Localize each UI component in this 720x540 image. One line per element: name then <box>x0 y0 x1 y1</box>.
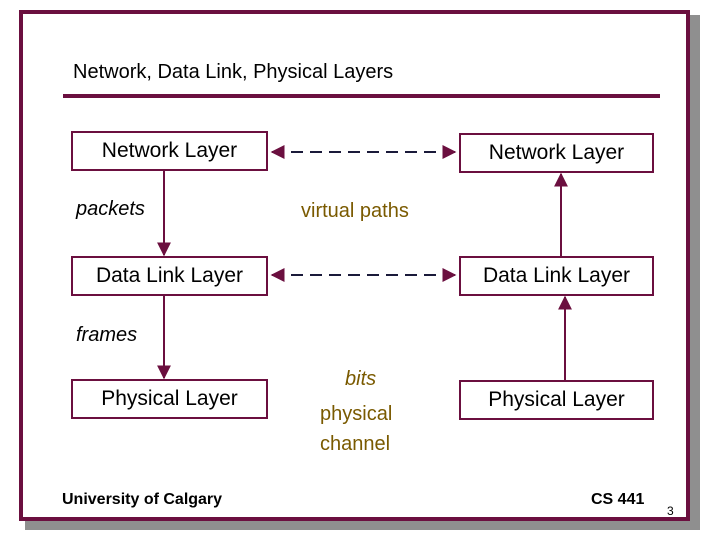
right-physical-layer-box: Physical Layer <box>459 380 654 420</box>
left-data-link-layer-label: Data Link Layer <box>95 264 244 287</box>
right-data-link-layer-label: Data Link Layer <box>482 264 631 287</box>
frames-label: frames <box>76 324 138 346</box>
bits-label: bits <box>345 368 377 390</box>
physical-channel-label-line1: physical <box>320 403 393 425</box>
right-physical-layer-label: Physical Layer <box>488 388 625 411</box>
right-network-layer-label: Network Layer <box>488 141 625 164</box>
title-underline <box>63 94 660 98</box>
left-physical-layer-box: Physical Layer <box>71 379 268 419</box>
slide-title: Network, Data Link, Physical Layers <box>73 61 394 83</box>
right-data-link-layer-box: Data Link Layer <box>459 256 654 296</box>
physical-channel-label-line2: channel <box>320 433 391 455</box>
footer-course: CS 441 <box>591 491 645 508</box>
left-network-layer-label: Network Layer <box>101 139 238 162</box>
packets-label: packets <box>76 198 145 220</box>
right-network-layer-box: Network Layer <box>459 133 654 173</box>
footer-university: University of Calgary <box>62 491 223 508</box>
page-number: 3 <box>667 504 674 518</box>
left-data-link-layer-box: Data Link Layer <box>71 256 268 296</box>
left-physical-layer-label: Physical Layer <box>101 387 238 410</box>
virtual-paths-label: virtual paths <box>301 200 409 222</box>
left-network-layer-box: Network Layer <box>71 131 268 171</box>
